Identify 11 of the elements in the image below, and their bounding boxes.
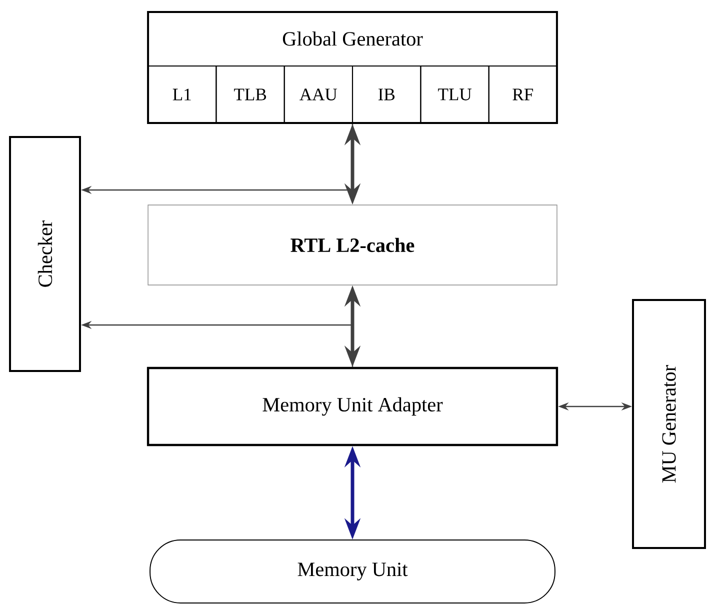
- block-box: Memory Unit Adapter: [146, 366, 558, 446]
- unit-cell: RF: [488, 66, 558, 124]
- block-box: Checker: [9, 136, 81, 372]
- unit-cell: AAU: [284, 66, 353, 124]
- unit-cell: TLB: [216, 66, 285, 124]
- memory-terminal: Memory Unit: [150, 540, 556, 604]
- block-box: RTL L2-cache: [148, 204, 558, 286]
- block-box: MU Generator: [632, 299, 706, 549]
- unit-cell: TLU: [420, 66, 490, 124]
- unit-cell: L1: [148, 66, 217, 124]
- unit-cell: IB: [352, 66, 422, 124]
